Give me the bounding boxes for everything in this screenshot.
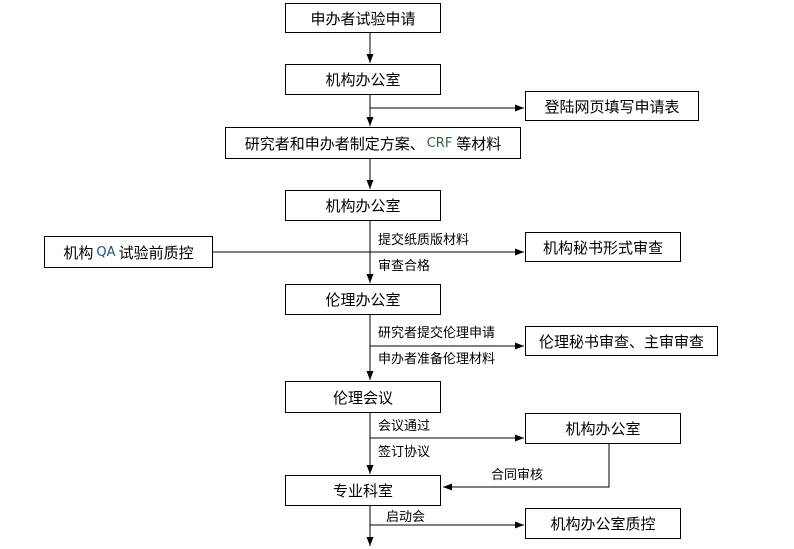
label-review-pass: 审查合格 bbox=[378, 259, 431, 274]
node-ethics-review: 伦理秘书审查、主审审查 bbox=[525, 326, 718, 356]
node-ethics-meeting-text: 伦理会议 bbox=[332, 388, 393, 407]
node-institution-office-2-text: 机构办公室 bbox=[325, 197, 401, 215]
node-qa-precheck: 机构 QA 试验前质控 bbox=[44, 236, 213, 268]
node-online-form: 登陆网页填写申请表 bbox=[525, 91, 699, 121]
node-office-qc: 机构办公室质控 bbox=[525, 508, 681, 539]
label-sign-agreement: 签订协议 bbox=[378, 445, 431, 460]
node-department: 专业科室 bbox=[285, 475, 441, 506]
node-qa-pre: 机构 bbox=[63, 243, 94, 262]
node-department-text: 专业科室 bbox=[332, 482, 393, 500]
node-institution-office-2: 机构办公室 bbox=[285, 190, 441, 221]
node-sponsor-application-text: 申办者试验申请 bbox=[310, 9, 416, 28]
label-meeting-pass: 会议通过 bbox=[378, 419, 431, 434]
branch-contract-return bbox=[443, 444, 610, 491]
node-secretary-formal-review-text: 机构秘书形式审查 bbox=[542, 238, 663, 257]
node-protocol-post: 等材料 bbox=[456, 134, 502, 153]
node-institution-office-3: 机构办公室 bbox=[525, 413, 681, 444]
label-contract-review: 合同审核 bbox=[491, 468, 544, 483]
node-institution-office-1: 机构办公室 bbox=[285, 64, 441, 95]
label-kickoff: 启动会 bbox=[386, 510, 426, 525]
node-institution-office-3-text: 机构办公室 bbox=[565, 420, 641, 438]
node-ethics-review-text: 伦理秘书审查、主审审查 bbox=[538, 332, 704, 351]
node-protocol-crf-term: CRF bbox=[426, 135, 453, 151]
label-submit-paper: 提交纸质版材料 bbox=[378, 233, 470, 248]
node-sponsor-application: 申办者试验申请 bbox=[285, 3, 441, 33]
node-qa-post: 试验前质控 bbox=[118, 243, 194, 262]
node-office-qc-text: 机构办公室质控 bbox=[550, 515, 656, 533]
node-protocol-pre: 研究者和申办者制定方案、 bbox=[244, 134, 425, 153]
label-submit-ethics: 研究者提交伦理申请 bbox=[378, 326, 496, 341]
node-ethics-meeting: 伦理会议 bbox=[285, 381, 441, 413]
node-institution-office-1-text: 机构办公室 bbox=[325, 71, 401, 89]
node-ethics-office: 伦理办公室 bbox=[285, 284, 441, 315]
node-qa-term: QA bbox=[96, 244, 116, 260]
node-online-form-text: 登陆网页填写申请表 bbox=[544, 97, 680, 116]
node-secretary-formal-review: 机构秘书形式审查 bbox=[525, 232, 681, 262]
label-prepare-ethics: 申办者准备伦理材料 bbox=[378, 352, 496, 367]
node-ethics-office-text: 伦理办公室 bbox=[325, 291, 401, 309]
node-protocol-crf: 研究者和申办者制定方案、 CRF 等材料 bbox=[225, 127, 521, 159]
